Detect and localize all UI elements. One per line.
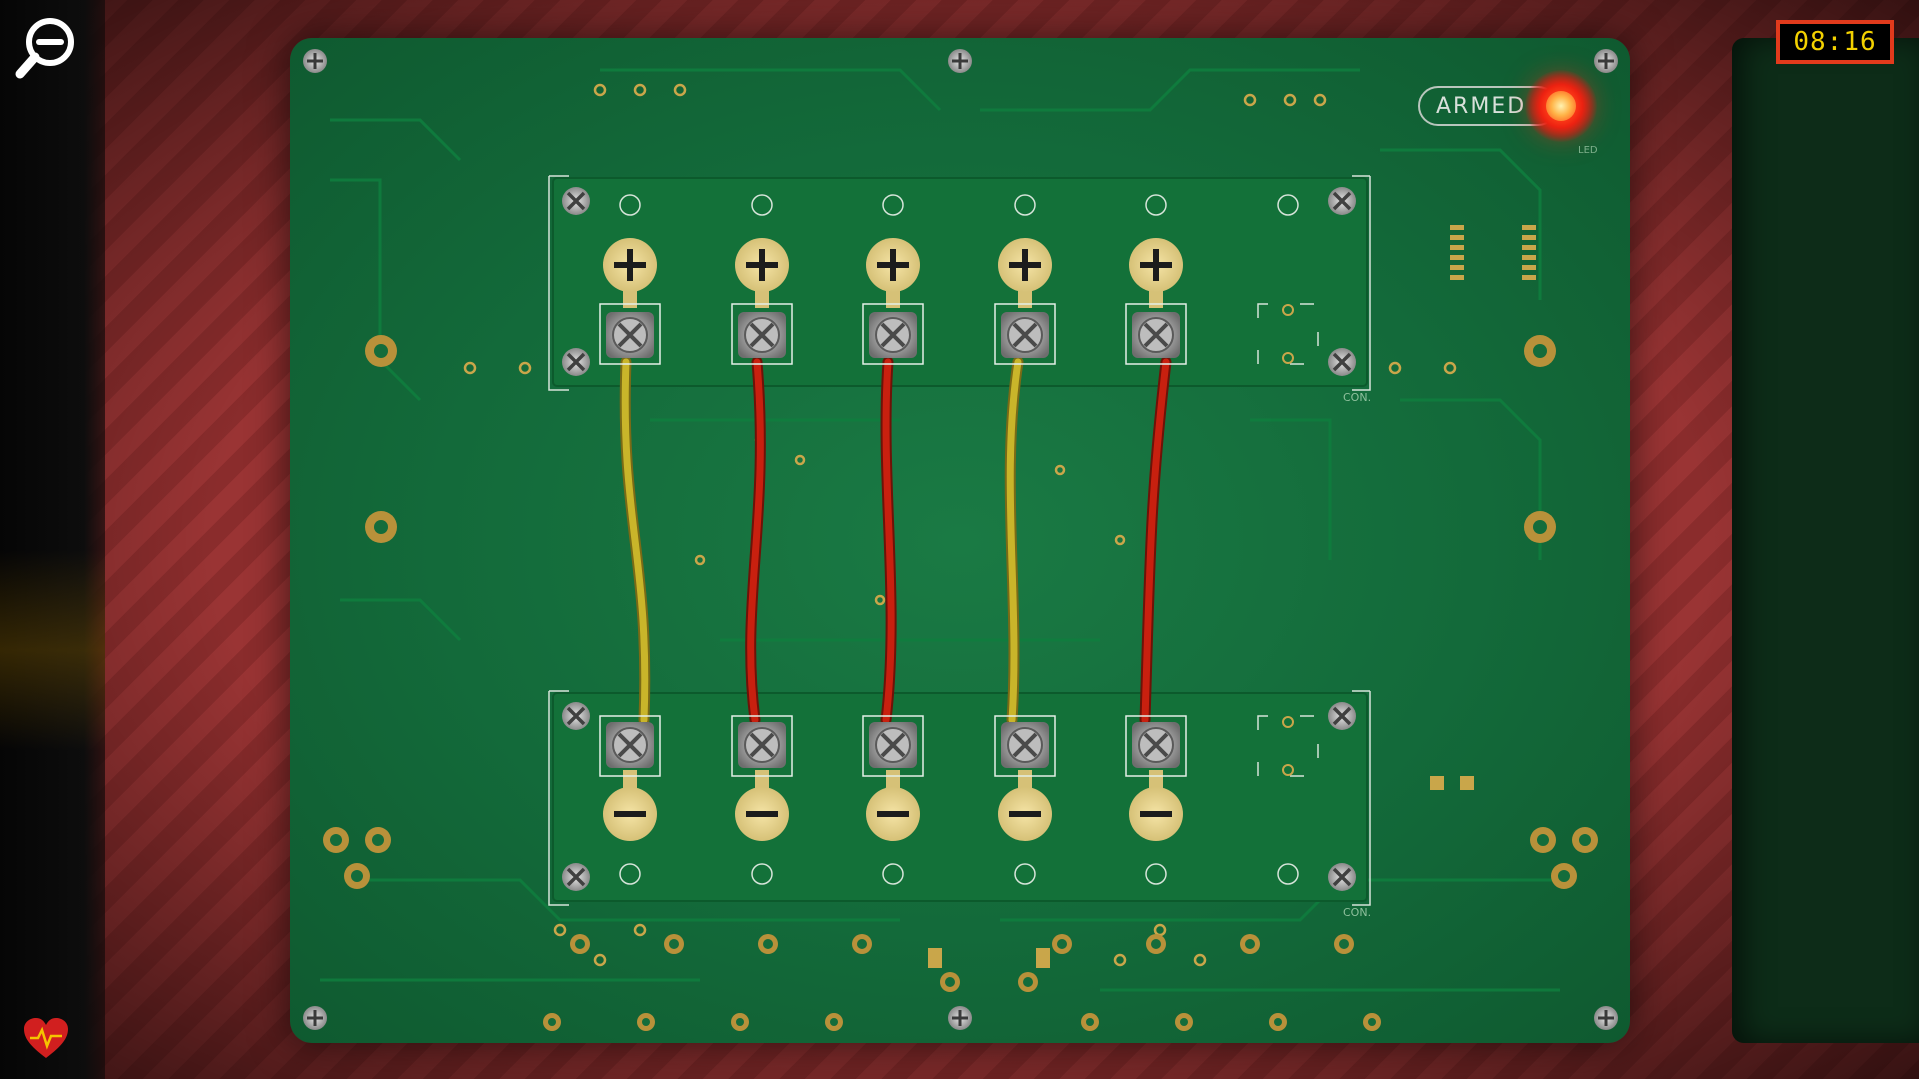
negative-terminals	[599, 715, 1187, 841]
left-amber-glow	[0, 550, 105, 750]
armed-led	[1546, 91, 1576, 121]
wire-3[interactable]	[870, 370, 908, 710]
wire-1[interactable]	[612, 370, 656, 710]
connector-label-bottom: CON.	[1343, 906, 1372, 919]
heartbeat-icon	[24, 1018, 68, 1058]
wire-3-red	[882, 358, 895, 724]
armed-label: ARMED	[1436, 93, 1527, 119]
led-label: LED	[1578, 145, 1598, 156]
zoom-button[interactable]	[12, 12, 82, 82]
wire-4[interactable]	[994, 370, 1032, 710]
wire-2[interactable]	[740, 370, 778, 710]
timer-value: 08:16	[1793, 27, 1877, 57]
side-circuit-board	[1732, 38, 1919, 1043]
wire-5[interactable]	[1136, 370, 1176, 710]
top-connector-plate	[552, 177, 1368, 387]
health-button[interactable]	[22, 1016, 70, 1060]
wire-4-yellow	[1006, 358, 1022, 724]
wire-1-yellow	[621, 358, 649, 724]
left-shadow-panel	[0, 0, 105, 1079]
magnifier-zoom-out-icon	[15, 18, 74, 79]
board-screws	[303, 49, 1618, 1030]
countdown-timer: 08:16	[1776, 20, 1894, 64]
wire-2-red	[747, 358, 764, 724]
bottom-connector-plate	[552, 692, 1368, 902]
wire-5-red	[1141, 358, 1170, 724]
connector-label-top: CON.	[1343, 391, 1372, 404]
empty-terminal-slot	[1257, 303, 1319, 777]
positive-terminals	[599, 238, 1187, 365]
